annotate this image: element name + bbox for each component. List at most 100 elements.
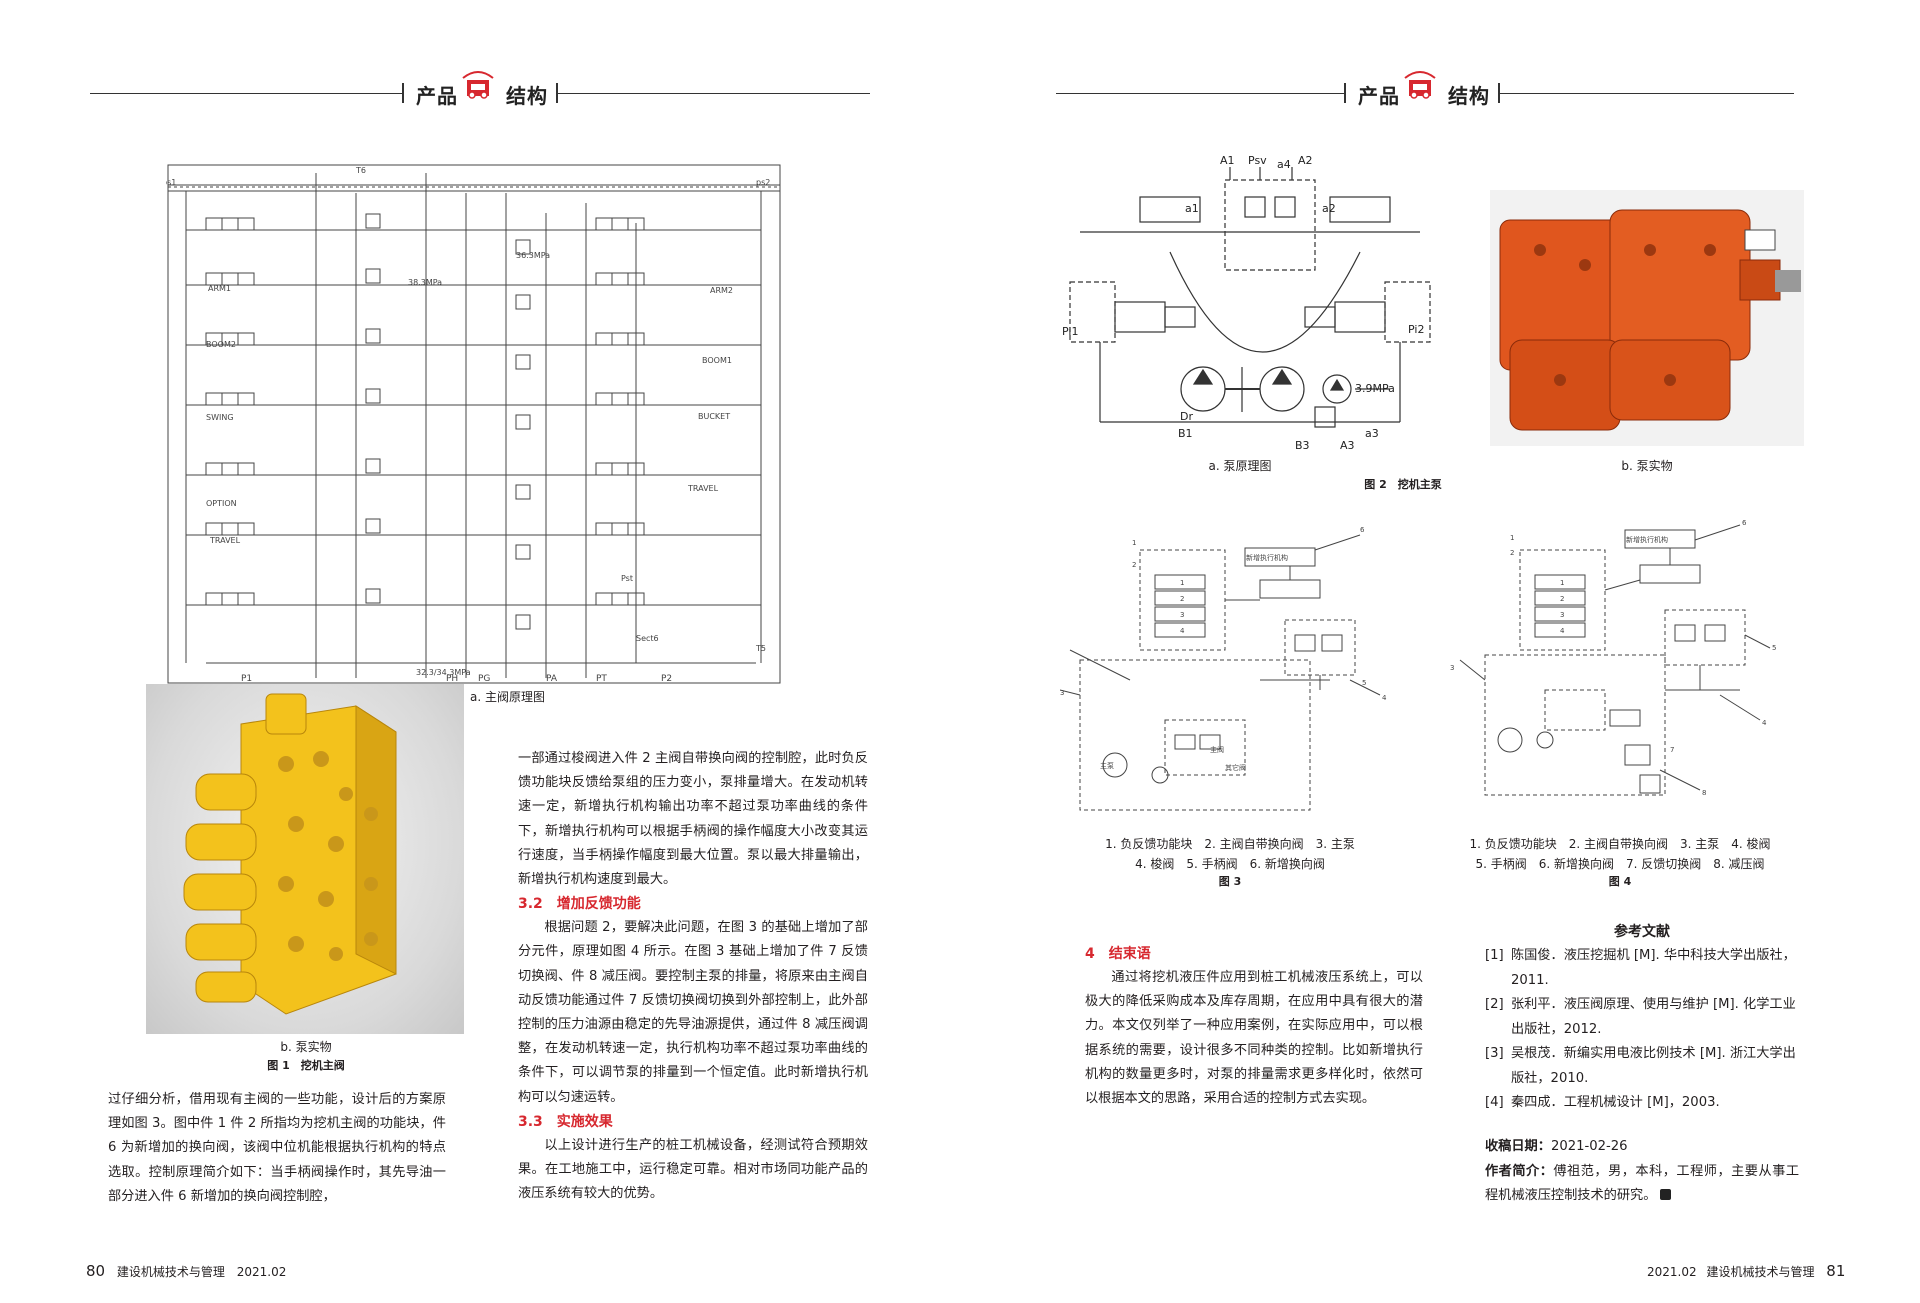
page-number: 81: [1826, 1262, 1846, 1280]
spool-valve-cell: [237, 332, 255, 346]
spool-valve-cell: [627, 462, 645, 476]
spool-valve-cell: [595, 217, 613, 231]
issue: 2021.02: [236, 1265, 287, 1279]
magazine-logo-icon: [462, 71, 494, 99]
spool-valve-cell: [237, 522, 255, 536]
svg-text:4: 4: [1560, 627, 1565, 635]
spool-valve-cell: [205, 462, 223, 476]
label-option: OPTION: [206, 499, 237, 508]
spool-valve-cell: [627, 592, 645, 606]
spool-valve-cell: [611, 332, 629, 346]
label-pilot-pressure: 3.9MPa: [1355, 382, 1395, 395]
received-label: 收稿日期：: [1485, 1139, 1551, 1154]
page-number: 80: [86, 1262, 106, 1280]
references-heading: 参考文献: [1614, 924, 1670, 940]
port-t6: T6: [355, 166, 366, 175]
header-word-left: 产品: [1358, 84, 1400, 108]
spool-valve-cell: [627, 272, 645, 286]
spool-valve-cell: [221, 592, 239, 606]
spool-valve-cell: [221, 522, 239, 536]
author-line: 作者简介：傅祖范，男，本科，工程师，主要从事工程机械液压控制技术的研究。: [1485, 1160, 1799, 1209]
reference-text: 张利平．液压阀原理、使用与维护 [M]. 化学工业出版社，2012.: [1511, 997, 1796, 1037]
port-a3-small: a3: [1365, 427, 1379, 440]
spool-valve-cell: [611, 522, 629, 536]
header-tick: [1498, 83, 1500, 103]
svg-text:3: 3: [1060, 689, 1064, 697]
label-relief-a: 38.3MPa: [408, 278, 442, 287]
port-p1: P1: [241, 674, 252, 684]
svg-text:1: 1: [1180, 579, 1184, 587]
right-page: 产品 结构: [960, 0, 1920, 1303]
spool-valve-cell: [205, 392, 223, 406]
port-b1: B1: [1178, 427, 1193, 440]
port-ps1: ps1: [166, 178, 176, 187]
label-bucket: BUCKET: [698, 412, 730, 421]
relief-valve: [365, 588, 381, 604]
label-new-actuator: 新增执行机构: [1246, 553, 1288, 562]
svg-text:6: 6: [1742, 520, 1747, 527]
spool-valve-cell: [205, 217, 223, 231]
spool-valve-cell: [237, 217, 255, 231]
label-travel-right: TRAVEL: [687, 484, 719, 493]
svg-text:4: 4: [1382, 694, 1387, 702]
header-word-right: 结构: [1448, 84, 1490, 108]
port-b3: B3: [1295, 439, 1310, 452]
fig2b-caption: b. 泵实物: [1621, 459, 1673, 473]
author-label: 作者简介：: [1485, 1163, 1554, 1179]
port-t5: T5: [755, 644, 766, 653]
main-valve-photo: [146, 684, 464, 1034]
relief-valve: [365, 518, 381, 534]
port-psv: Psv: [1248, 154, 1267, 167]
port-a2-small: a2: [1322, 202, 1336, 215]
check-valve: [515, 614, 531, 630]
svg-text:2: 2: [1132, 561, 1136, 569]
author-bio: 傅祖范，男，本科，工程师，主要从事工程机械液压控制技术的研究。: [1485, 1163, 1800, 1204]
port-a2: A2: [1298, 154, 1313, 167]
header-rule-left: [1056, 93, 1344, 94]
spool-valve-cell: [237, 392, 255, 406]
port-dr: Dr: [1180, 410, 1193, 423]
pump-graphic: [1499, 209, 1801, 431]
port-pi1: Pi1: [1062, 325, 1078, 338]
fig3-title: 图 3: [1218, 875, 1242, 888]
reference-list: [1]陈国俊．液压挖掘机 [M]. 华中科技大学出版社，2011.[2]张利平．…: [1485, 944, 1799, 1116]
spool-valve-cell: [205, 592, 223, 606]
paragraph: 根据问题 2，要解决此问题，在图 3 的基础上增加了部分元件，原理如图 4 所示…: [518, 920, 868, 1105]
reference-text: 吴根茂．新编实用电液比例技术 [M]. 浙江大学出版社，2010.: [1511, 1046, 1796, 1086]
spool-valve-cell: [595, 522, 613, 536]
spool-valve-cell: [595, 462, 613, 476]
label-other-valve: 其它阀: [1225, 763, 1246, 772]
fig4-caption-line1: 1. 负反馈功能块 2. 主阀自带换向阀 3. 主泵 4. 梭阀: [1469, 837, 1771, 851]
port-ph: PH: [446, 674, 458, 684]
reference-number: [3]: [1485, 1046, 1504, 1061]
journal-name: 建设机械技术与管理: [1706, 1265, 1815, 1279]
fig3-caption-line1: 1. 负反馈功能块 2. 主阀自带换向阀 3. 主泵: [1105, 837, 1355, 851]
paragraph: 一部通过梭阀进入件 2 主阀自带换向阀的控制腔，此时负反馈功能块反馈给泵组的压力…: [518, 751, 868, 888]
label-arm2: ARM2: [710, 286, 733, 295]
reference-number: [4]: [1485, 1095, 1504, 1110]
spool-valve-cell: [595, 592, 613, 606]
magazine-logo-icon: [1404, 71, 1436, 99]
header-rule-right: [558, 93, 870, 94]
left-page: 产品 结构 ps1 ps2: [86, 71, 870, 1280]
label-pst: Pst: [621, 574, 633, 583]
svg-text:5: 5: [1362, 679, 1366, 687]
valve-rows: [186, 213, 761, 630]
svg-text:2: 2: [1560, 595, 1564, 603]
label-relief-b: 36.3MPa: [516, 251, 550, 260]
reference-item: [1]陈国俊．液压挖掘机 [M]. 华中科技大学出版社，2011.: [1485, 944, 1799, 993]
label-arm1: ARM1: [208, 284, 231, 293]
svg-text:3: 3: [1180, 611, 1184, 619]
svg-text:8: 8: [1702, 789, 1706, 797]
references: 参考文献 [1]陈国俊．液压挖掘机 [M]. 华中科技大学出版社，2011.[2…: [1485, 920, 1799, 1116]
svg-text:4: 4: [1180, 627, 1185, 635]
check-valve: [515, 239, 531, 255]
reference-text: 陈国俊．液压挖掘机 [M]. 华中科技大学出版社，2011.: [1511, 948, 1796, 988]
left-col1-text: 过仔细分析，借用现有主阀的一些功能，设计后的方案原理如图 3。图中件 1 件 2…: [108, 1088, 446, 1209]
spool-valve-cell: [237, 272, 255, 286]
reference-text: 秦四成．工程机械设计 [M]，2003.: [1511, 1095, 1720, 1110]
spool-valve-cell: [595, 272, 613, 286]
header-word-left: 产品: [416, 84, 458, 108]
svg-text:1: 1: [1132, 539, 1136, 547]
